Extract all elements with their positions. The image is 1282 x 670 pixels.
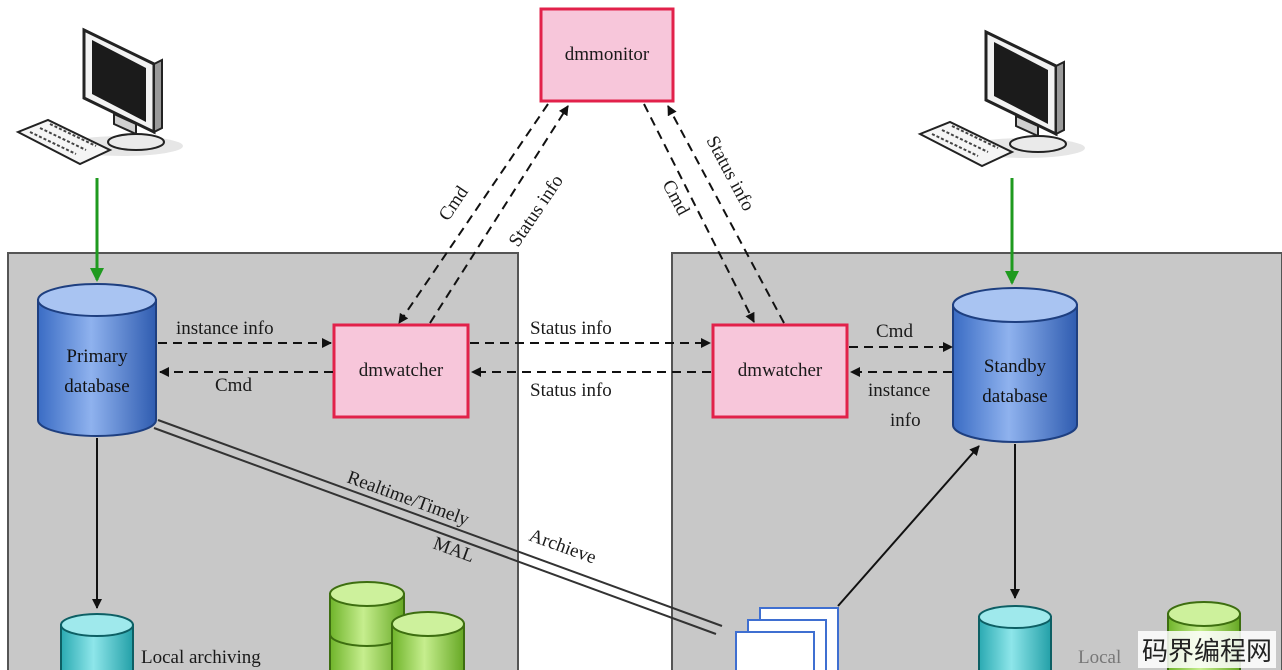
site-watermark: 码界编程网: [1137, 631, 1276, 668]
standby-db-label-line2: database: [982, 386, 1047, 407]
dmwatcher-left-label: dmwatcher: [359, 360, 444, 381]
primary-db-label-line2: database: [64, 376, 129, 397]
standby-local-archive-db: [978, 605, 1052, 670]
left-watcher-status-to-monitor-arrow: [429, 105, 569, 324]
instance-info-label-left: instance info: [176, 318, 274, 339]
local-label-right: Local: [1078, 647, 1121, 668]
primary-archive-db-green-2: [391, 611, 465, 670]
right-watcher-status-to-monitor-arrow: [667, 105, 785, 324]
primary-database-node: Primary database: [37, 283, 157, 437]
standby-database-node: Standby database: [952, 287, 1078, 443]
mal-transfer-line-b: [153, 427, 717, 635]
primary-db-label-line1: Primary: [66, 346, 128, 367]
cmd-label-left: Cmd: [215, 375, 252, 396]
standby-db-label-line1: Standby: [984, 356, 1047, 377]
info-label-right: info: [890, 410, 921, 431]
monitor-cmd-label-left: Cmd: [435, 182, 473, 225]
dmmonitor-label: dmmonitor: [565, 44, 650, 65]
instance-label-right: instance: [868, 380, 930, 401]
monitor-status-label-left: Status info: [505, 171, 568, 251]
monitor-cmd-label-right: Cmd: [658, 176, 694, 219]
client-computer-left-icon: [15, 27, 183, 166]
monitor-cmd-to-right-watcher-arrow: [643, 103, 755, 323]
primary-local-archive-db: [60, 613, 134, 670]
log-files-icon: [735, 607, 839, 670]
monitor-status-label-right: Status info: [702, 132, 759, 214]
local-archiving-label: Local archiving: [141, 647, 261, 668]
dmwatcher-left-node: dmwatcher: [332, 323, 470, 419]
client-computer-right-icon: [917, 29, 1085, 168]
archieve-label: Archieve: [526, 525, 599, 569]
dmmonitor-node: dmmonitor: [539, 7, 675, 103]
logs-to-standby-arrow: [837, 445, 980, 607]
status-info-label-top: Status info: [530, 318, 612, 339]
dmwatcher-right-node: dmwatcher: [711, 323, 849, 419]
dmwatcher-right-label: dmwatcher: [738, 360, 823, 381]
mal-transfer-line-a: [157, 419, 723, 627]
cmd-label-right: Cmd: [876, 321, 913, 342]
status-info-label-bottom: Status info: [530, 380, 612, 401]
